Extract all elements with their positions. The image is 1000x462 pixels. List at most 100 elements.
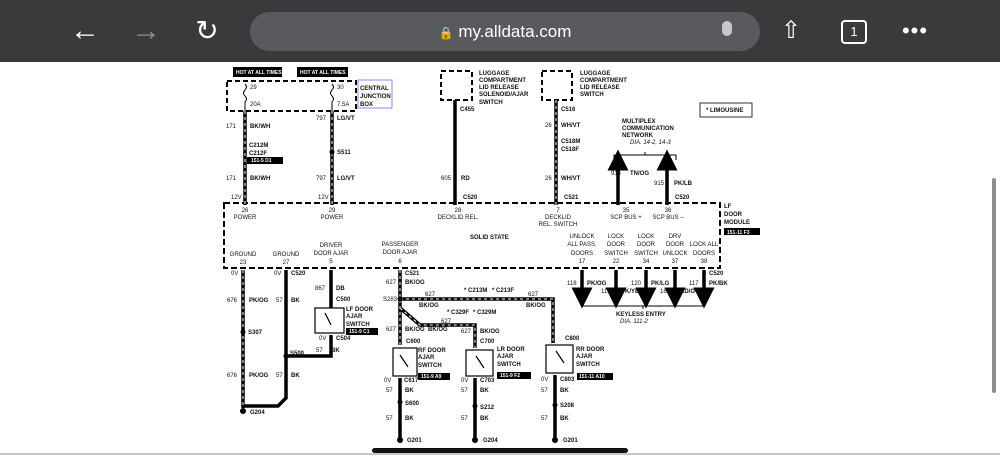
svg-text:WH/VT: WH/VT (561, 123, 581, 129)
microphone-icon[interactable] (722, 21, 732, 36)
svg-text:LUGGAGE: LUGGAGE (580, 71, 610, 77)
svg-text:AJAR: AJAR (346, 314, 363, 320)
svg-text:DOORS: DOORS (693, 251, 715, 257)
lf-door-module-box (223, 202, 721, 269)
svg-text:DOOR: DOOR (724, 212, 743, 218)
svg-text:C518F: C518F (561, 147, 579, 153)
svg-text:SCP BUS +: SCP BUS + (610, 215, 642, 221)
svg-text:DOORS: DOORS (571, 251, 593, 257)
svg-text:0V: 0V (319, 336, 326, 342)
svg-text:5: 5 (329, 259, 333, 265)
svg-text:C212M: C212M (249, 143, 268, 149)
arrow-left-icon[interactable]: ← (70, 14, 100, 47)
fuse-number: 29 (250, 85, 257, 91)
svg-text:BK: BK (480, 416, 489, 422)
svg-text:676: 676 (227, 373, 238, 379)
luggage-solenoid-box (440, 70, 473, 101)
svg-text:DECKLID: DECKLID (545, 215, 572, 221)
svg-text:C703: C703 (480, 378, 495, 384)
svg-text:C518M: C518M (561, 139, 580, 145)
svg-text:29: 29 (329, 208, 336, 214)
svg-text:BK/OG: BK/OG (526, 303, 546, 309)
svg-text:151-9 F2: 151-9 F2 (500, 373, 520, 379)
svg-text:34: 34 (643, 259, 650, 265)
svg-text:LG/VT: LG/VT (337, 176, 355, 182)
svg-text:627: 627 (528, 292, 539, 298)
svg-text:DOOR: DOOR (666, 242, 685, 248)
svg-text:BK: BK (560, 416, 569, 422)
svg-text:6: 6 (398, 259, 402, 265)
cjb-label: BOX (360, 102, 373, 108)
svg-text:37: 37 (672, 259, 679, 265)
svg-text:BK/OG: BK/OG (405, 280, 425, 286)
svg-text:36: 36 (665, 208, 672, 214)
more-icon[interactable]: ••• (901, 18, 929, 43)
svg-text:SCP BUS –: SCP BUS – (652, 215, 684, 221)
svg-text:DB: DB (336, 286, 345, 292)
svg-text:797: 797 (316, 176, 327, 182)
svg-text:57: 57 (461, 388, 468, 394)
svg-text:BK: BK (405, 416, 414, 422)
svg-text:S208: S208 (560, 403, 575, 409)
svg-text:PK/OG: PK/OG (249, 298, 269, 304)
svg-text:22: 22 (613, 259, 620, 265)
svg-text:RR DOOR: RR DOOR (576, 347, 605, 353)
svg-text:151-11 A10: 151-11 A10 (579, 374, 605, 380)
svg-text:RD: RD (461, 176, 470, 182)
share-icon[interactable]: ⇧ (780, 17, 802, 44)
rr-door-ajar-switch (545, 344, 574, 374)
svg-text:38: 38 (701, 259, 708, 265)
fuse-rating: 20A (250, 102, 261, 108)
reload-icon[interactable]: ↻ (195, 15, 219, 46)
svg-text:RD/OG: RD/OG (680, 289, 700, 295)
address-bar[interactable]: 🔒 my.alldata.com (250, 12, 760, 51)
svg-text:C700: C700 (480, 339, 495, 345)
browser-toolbar: ← → ↻ 🔒 my.alldata.com ⇧ 1 ••• (0, 0, 1000, 62)
arrow-right-icon[interactable]: → (131, 14, 161, 47)
cjb-label: JUNCTION (360, 94, 391, 100)
svg-text:* C213F: * C213F (492, 288, 514, 294)
svg-text:NETWORK: NETWORK (622, 133, 654, 139)
svg-text:117: 117 (689, 281, 699, 287)
central-junction-box (226, 80, 357, 112)
svg-text:C521: C521 (564, 195, 579, 201)
svg-text:797: 797 (316, 116, 327, 122)
svg-text:SWITCH: SWITCH (497, 362, 521, 368)
svg-text:G201: G201 (563, 438, 578, 444)
svg-text:57: 57 (316, 348, 323, 354)
svg-text:S500: S500 (290, 351, 305, 357)
svg-text:COMMUNICATION: COMMUNICATION (622, 126, 674, 132)
svg-text:171: 171 (226, 176, 237, 182)
svg-text:AJAR: AJAR (418, 355, 435, 361)
svg-text:LF DOOR: LF DOOR (346, 307, 374, 313)
svg-text:S212: S212 (480, 405, 495, 411)
svg-text:ALL PASS.: ALL PASS. (567, 242, 597, 248)
svg-text:SWITCH: SWITCH (346, 322, 370, 328)
svg-text:S307: S307 (248, 330, 263, 336)
svg-text:151-9 A9: 151-9 A9 (421, 374, 442, 380)
tabs-button[interactable]: 1 (841, 20, 867, 44)
svg-text:914: 914 (611, 171, 622, 177)
scrollbar[interactable] (992, 178, 996, 393)
svg-text:DOOR: DOOR (637, 242, 656, 248)
svg-text:C212F: C212F (249, 151, 267, 157)
svg-text:AJAR: AJAR (497, 354, 514, 360)
home-indicator[interactable] (372, 448, 628, 453)
svg-text:BK/OG: BK/OG (419, 303, 439, 309)
svg-text:S283: S283 (383, 297, 398, 303)
svg-text:WH/VT: WH/VT (561, 176, 581, 182)
svg-text:57: 57 (541, 388, 548, 394)
svg-text:BK: BK (291, 373, 300, 379)
svg-text:LR DOOR: LR DOOR (497, 347, 525, 353)
svg-text:BK: BK (480, 388, 489, 394)
svg-text:0V: 0V (461, 378, 468, 384)
splices (233, 67, 760, 443)
lr-door-ajar-switch (465, 349, 494, 377)
svg-text:BK/WH: BK/WH (250, 124, 270, 130)
limousine-text: * LIMOUSINE (706, 108, 743, 114)
svg-text:57: 57 (541, 416, 548, 422)
